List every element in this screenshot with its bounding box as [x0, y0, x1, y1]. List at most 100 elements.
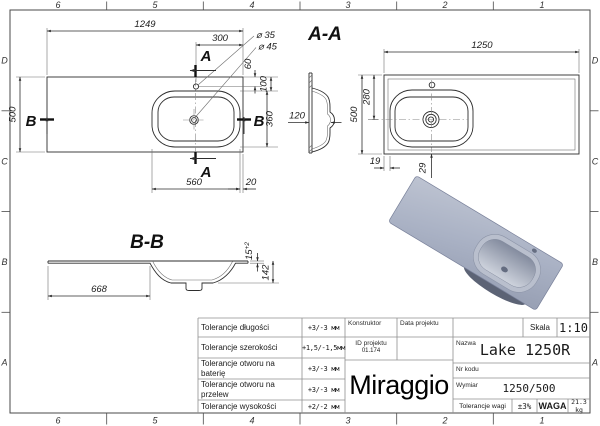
grid-col-label: 1: [539, 416, 544, 426]
grid-col-label: 1: [539, 0, 544, 10]
wymiar-value: 1250/500: [502, 381, 556, 395]
dim-text: 1250: [471, 40, 493, 51]
section-b-label: B: [26, 113, 37, 130]
dim-text: 20: [245, 177, 257, 188]
waga-value: 21.3 kg: [571, 398, 587, 414]
render-3d: [389, 176, 563, 310]
dim-text: ⌀ 35: [256, 30, 276, 41]
section-b-label: B: [254, 113, 265, 130]
render-slab: [389, 176, 563, 310]
faucet-hole: [192, 83, 200, 90]
konstruktor-label: Konstruktor: [348, 320, 382, 327]
dim-bb-thickness: 15+2: [244, 242, 264, 272]
dim-text: 29: [418, 162, 429, 174]
section-bb-title: B-B: [130, 232, 164, 253]
dim-text: 1249: [134, 19, 156, 30]
nazwa-label: Nazwa: [456, 340, 476, 347]
dim-bowl-depth-span: 360: [240, 90, 278, 148]
grid-row-label: D: [592, 56, 599, 66]
section-aa-view: A-A 120: [288, 24, 580, 178]
dim-bowl-width-span: 560: [151, 149, 241, 193]
tolerance-value: +1,5/-1,5мм: [301, 343, 346, 352]
skala-label: Skala: [529, 323, 550, 332]
render-bowl-basin: [478, 239, 536, 288]
tolerance-label: Tolerancje szerokości: [201, 342, 278, 352]
grid-row-label: B: [592, 257, 598, 267]
tolerance-value: +3/-3 мм: [307, 385, 340, 394]
dim-text: 668: [91, 284, 108, 295]
dim-text: 500: [349, 106, 360, 123]
dim-text: 60: [243, 58, 254, 69]
tolerance-label: Tolerancje wysokości: [201, 401, 277, 411]
dim-text: 300: [212, 33, 229, 44]
section-a-marks: A A: [189, 48, 216, 181]
tolerance-value: +2/-2 мм: [307, 402, 340, 411]
grid-row-label: C: [1, 157, 8, 167]
grid-col-label: 6: [55, 416, 60, 426]
dim-faucet-to-bowl: 100: [240, 75, 278, 92]
dim-text: 19: [370, 156, 381, 167]
grid-row-label: B: [1, 257, 7, 267]
tolerancje-wagi-value: ±3%: [517, 401, 532, 411]
tolerance-label: Tolerancje długości: [201, 322, 270, 332]
wymiar-label: Wymiar: [456, 382, 478, 389]
tolerancje-wagi-label: Tolerancje wagi: [459, 402, 506, 410]
render-drain-hole: [501, 266, 508, 273]
id-projektu-value: 01.174: [361, 348, 381, 354]
dim-overall-depth: 500: [8, 76, 45, 153]
thickness-tolerance: +2: [244, 242, 251, 250]
plan-view: 1249 300 ⌀ 35 ⌀ 45 A A B: [8, 19, 278, 193]
dim-text: 120: [289, 111, 306, 122]
dim-text: 560: [186, 177, 203, 188]
dim-text: 15+2: [244, 242, 255, 260]
grid-col-label: 4: [249, 0, 254, 10]
grid-col-label: 3: [345, 416, 350, 426]
grid-col-label: 6: [55, 0, 60, 10]
render-faucet-hole: [531, 248, 537, 253]
dim-profile-depth: 120: [288, 111, 342, 124]
thickness-value: 15: [244, 249, 255, 260]
grid-row-label: A: [0, 358, 7, 368]
grid-col-label: 5: [152, 416, 158, 426]
grid-row-label: D: [1, 56, 8, 66]
dim-bb-flat-length: 668: [47, 266, 151, 300]
dim-aa-overall-width: 1250: [383, 40, 580, 73]
dim-text: 280: [362, 88, 373, 106]
dim-text: 500: [8, 106, 19, 123]
tolerance-label: Tolerancje otworu na przelew: [201, 380, 275, 399]
aa-profile: 120: [288, 72, 342, 154]
section-a-label: A: [200, 164, 212, 181]
dim-text: 142: [261, 264, 272, 281]
waga-label: WAGA: [538, 401, 567, 411]
dim-overall-width: 1249: [46, 19, 244, 75]
dim-text: 100: [259, 75, 270, 92]
tolerance-value: +3/-3 мм: [307, 323, 340, 332]
grid-col-label: 4: [249, 416, 254, 426]
section-bb-view: B-B 668 15+2 142: [47, 232, 279, 300]
dim-text: ⌀ 45: [258, 42, 278, 53]
tolerance-label: Tolerancje otworu na baterię: [201, 359, 275, 378]
grid-col-label: 3: [345, 0, 350, 10]
section-b-marks: B B: [26, 113, 265, 134]
grid-row-label: C: [592, 157, 599, 167]
dim-bowl-edge-gap: 20: [228, 154, 257, 193]
section-aa-title: A-A: [307, 24, 342, 45]
tolerance-value: +3/-3 мм: [307, 364, 340, 373]
dim-aa-drain-from-back: 280: [362, 74, 378, 120]
grid-row-label: A: [591, 358, 598, 368]
data-projektu-label: Data projektu: [400, 320, 439, 327]
section-a-label: A: [200, 48, 212, 65]
faucet-hole: [428, 81, 436, 89]
skala-value: 1:10: [559, 320, 588, 335]
dim-bb-bowl-depth: 142: [218, 260, 279, 284]
leader-faucet-dia: ⌀ 35: [197, 30, 276, 86]
dim-text: 360: [265, 110, 276, 127]
dim-aa-overall-depth: 500: [349, 74, 382, 155]
grid-col-label: 2: [441, 0, 447, 10]
id-projektu-label: ID projektu: [355, 339, 387, 347]
grid-col-label: 5: [152, 0, 158, 10]
dim-aa-drain-offset: 29: [418, 153, 433, 178]
